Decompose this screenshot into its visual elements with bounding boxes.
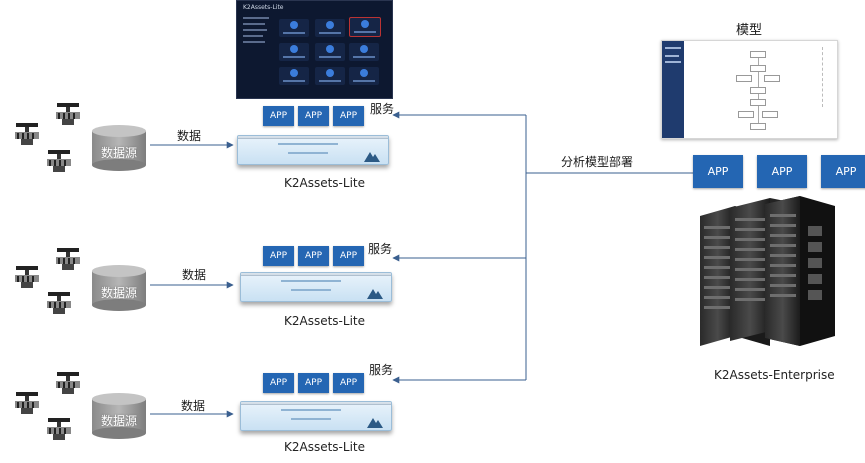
- model-label: 模型: [736, 23, 763, 38]
- dashboard-tile: [349, 17, 381, 37]
- turbine-icon: [46, 292, 72, 314]
- app-tile[interactable]: APP: [298, 373, 329, 393]
- lite-label: K2Assets-Lite: [284, 176, 365, 190]
- turbine-icon: [55, 103, 81, 125]
- data-source-label: 数据源: [100, 414, 137, 428]
- dashboard-tile: [279, 67, 309, 85]
- data-source-icon: 数据源: [92, 125, 146, 171]
- data-label: 数据: [181, 399, 206, 413]
- app-tile[interactable]: APP: [263, 106, 294, 126]
- dashboard-tile: [315, 19, 345, 37]
- lite-device: [240, 272, 392, 302]
- dashboard-title: K2Assets-Lite: [243, 4, 284, 11]
- app-tile[interactable]: APP: [757, 155, 807, 188]
- data-label: 数据: [182, 268, 207, 282]
- app-tile[interactable]: APP: [298, 246, 329, 266]
- server-rack-icon: [700, 196, 835, 346]
- lite-device: [240, 401, 392, 431]
- turbine-icon: [14, 392, 40, 414]
- deploy-label: 分析模型部署: [561, 155, 634, 169]
- dashboard-tile: [315, 43, 345, 61]
- enterprise-label: K2Assets-Enterprise: [714, 368, 835, 382]
- service-label: 服务: [368, 242, 393, 256]
- app-tile[interactable]: APP: [333, 246, 364, 266]
- dashboard-screenshot: K2Assets-Lite: [236, 0, 393, 99]
- turbine-icon: [14, 123, 40, 145]
- lite-label: K2Assets-Lite: [284, 314, 365, 328]
- lite-app-row: APP APP APP: [263, 246, 364, 266]
- app-tile[interactable]: APP: [298, 106, 329, 126]
- app-tile[interactable]: APP: [263, 373, 294, 393]
- turbine-icon: [55, 372, 81, 394]
- data-source-icon: 数据源: [92, 393, 146, 439]
- app-tile[interactable]: APP: [693, 155, 743, 188]
- dashboard-tile: [279, 19, 309, 37]
- turbine-icon: [14, 266, 40, 288]
- data-label: 数据: [177, 129, 202, 143]
- app-tile[interactable]: APP: [333, 373, 364, 393]
- turbine-icon: [55, 248, 81, 270]
- turbine-icon: [46, 418, 72, 440]
- turbine-icon: [46, 150, 72, 172]
- app-tile[interactable]: APP: [821, 155, 865, 188]
- dashboard-tile: [279, 43, 309, 61]
- model-flowchart-screenshot: [661, 40, 838, 139]
- data-source-icon: 数据源: [92, 265, 146, 311]
- dashboard-tile: [349, 43, 379, 61]
- dashboard-tile: [349, 67, 379, 85]
- service-label: 服务: [369, 363, 394, 377]
- data-source-label: 数据源: [100, 286, 137, 300]
- app-tile[interactable]: APP: [263, 246, 294, 266]
- app-tile[interactable]: APP: [333, 106, 364, 126]
- dashboard-tile: [315, 67, 345, 85]
- enterprise-app-row: APP APP APP: [693, 155, 865, 188]
- lite-device: [237, 135, 389, 165]
- service-label: 服务: [370, 102, 395, 116]
- lite-app-row: APP APP APP: [263, 106, 364, 126]
- lite-app-row: APP APP APP: [263, 373, 364, 393]
- lite-label: K2Assets-Lite: [284, 440, 365, 454]
- data-source-label: 数据源: [100, 146, 137, 160]
